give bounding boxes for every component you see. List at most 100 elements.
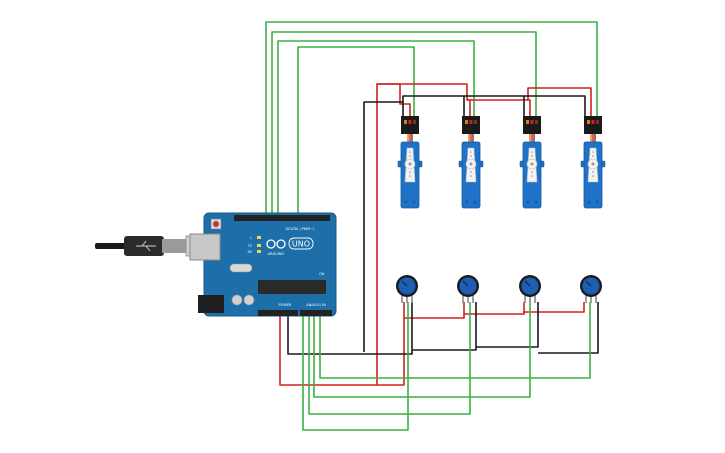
ground-rail-pots[interactable] — [364, 302, 413, 355]
servo-horn-hole — [470, 175, 472, 177]
signal-wire-servo-2[interactable] — [277, 40, 475, 222]
signal-wire-servo-4[interactable] — [265, 21, 598, 222]
servo-horn-hole — [409, 155, 411, 157]
servo-3[interactable] — [519, 116, 545, 209]
servo-horn-hole — [470, 171, 472, 173]
led-tx — [257, 244, 261, 247]
pot-knob-indicator — [585, 280, 592, 287]
servo-pin-signal — [587, 120, 590, 124]
pot-knob-indicator — [462, 280, 469, 287]
ground-rail-servos-top[interactable] — [402, 95, 465, 116]
signal-wire-pot-4[interactable] — [319, 302, 591, 379]
usb-plug-collar — [162, 239, 188, 253]
pot-knob-indicator — [401, 280, 408, 287]
rx-label: RX — [248, 250, 253, 254]
pot-2[interactable] — [457, 275, 479, 303]
servo-2[interactable] — [458, 116, 484, 209]
on-label: ON — [319, 272, 325, 276]
servo-horn-hole — [409, 171, 411, 173]
pot-3[interactable] — [519, 275, 541, 303]
servo-screw — [534, 200, 538, 204]
servo-pin-signal — [526, 120, 529, 124]
servo-horn-hole — [531, 171, 533, 173]
arduino-uno-board[interactable]: UNO ARDUINO DIGITAL (PWM~) POWER ANALOG … — [189, 212, 337, 317]
servo-screw — [465, 200, 469, 204]
usb-cable-cord — [95, 243, 127, 249]
analog-pin-label: ANALOG IN — [306, 303, 326, 307]
signal-wire-servo-3[interactable] — [271, 31, 537, 222]
power-tap-servo-1[interactable] — [377, 83, 411, 116]
servo-horn-hole — [531, 175, 533, 177]
servo-pin-ground — [596, 120, 599, 124]
servo-horn-hole — [409, 151, 411, 153]
arduino-brand-text: ARDUINO — [268, 252, 285, 256]
servo-horn-hole — [531, 155, 533, 157]
power-header — [258, 310, 298, 316]
servo-screw — [587, 200, 591, 204]
servo-horn-hole — [531, 151, 533, 153]
servo-pin-power — [530, 120, 534, 124]
ground-rail-servos[interactable] — [363, 101, 404, 352]
potentiometer-group — [396, 275, 602, 303]
crystal-oscillator — [229, 263, 253, 273]
power-pin-label: POWER — [279, 303, 293, 307]
ground-tap-pot-3[interactable] — [476, 302, 539, 348]
servo-horn-hole — [470, 151, 472, 153]
signal-wire-pot-3[interactable] — [313, 302, 531, 398]
servo-pin-ground — [413, 120, 416, 124]
ground-rail-pots-2[interactable] — [412, 302, 477, 351]
wires — [265, 21, 599, 431]
digital-pin-label: DIGITAL (PWM~) — [285, 227, 315, 231]
ground-tap-servo-3[interactable] — [464, 95, 525, 116]
digital-header — [234, 215, 330, 221]
l-label: L — [250, 236, 252, 240]
signal-wire-servo-1[interactable] — [297, 46, 415, 222]
power-tap-servo-3[interactable] — [528, 99, 531, 116]
signal-wire-pot-1[interactable] — [302, 302, 409, 431]
ground-tap-pot-4[interactable] — [538, 302, 599, 354]
servo-horn-hole — [592, 171, 594, 173]
servo-horn-screw — [469, 162, 473, 166]
servo-screw — [473, 200, 477, 204]
pot-4[interactable] — [580, 275, 602, 303]
board-usb-jack — [189, 233, 221, 261]
usb-icon — [136, 240, 156, 252]
ground-tap-servo-4[interactable] — [524, 95, 586, 116]
power-wire-board-5v[interactable] — [279, 314, 405, 386]
servo-connector — [584, 116, 602, 134]
servo-pin-signal — [404, 120, 407, 124]
power-rail-pots[interactable] — [404, 302, 585, 319]
ground-wire-board[interactable] — [287, 314, 364, 355]
led-l — [257, 236, 261, 239]
servo-horn-hole — [592, 175, 594, 177]
capacitor-1 — [231, 294, 243, 306]
pot-1[interactable] — [396, 275, 418, 303]
servo-connector — [523, 116, 541, 134]
servo-screw — [595, 200, 599, 204]
signal-wire-pot-2[interactable] — [308, 302, 471, 415]
servo-group — [397, 116, 606, 209]
servo-pin-power — [469, 120, 473, 124]
servo-pin-signal — [465, 120, 468, 124]
servo-pin-power — [591, 120, 595, 124]
uno-badge — [288, 237, 314, 250]
led-rx — [257, 250, 261, 253]
servo-pin-power — [408, 120, 412, 124]
power-tap-servo-2[interactable] — [467, 99, 471, 116]
servo-screw — [412, 200, 416, 204]
servo-horn-screw — [408, 162, 412, 166]
servo-horn-hole — [470, 155, 472, 157]
servo-1[interactable] — [397, 116, 423, 209]
servo-connector — [401, 116, 419, 134]
servo-pin-ground — [535, 120, 538, 124]
pot-knob-indicator — [524, 280, 531, 287]
board-power-jack — [198, 295, 224, 313]
tx-label: TX — [247, 244, 253, 248]
analog-header — [300, 310, 332, 316]
servo-screw — [526, 200, 530, 204]
servo-4[interactable] — [580, 116, 606, 209]
servo-connector — [462, 116, 480, 134]
servo-horn-screw — [591, 162, 595, 166]
arduino-logo-icon — [266, 239, 286, 249]
